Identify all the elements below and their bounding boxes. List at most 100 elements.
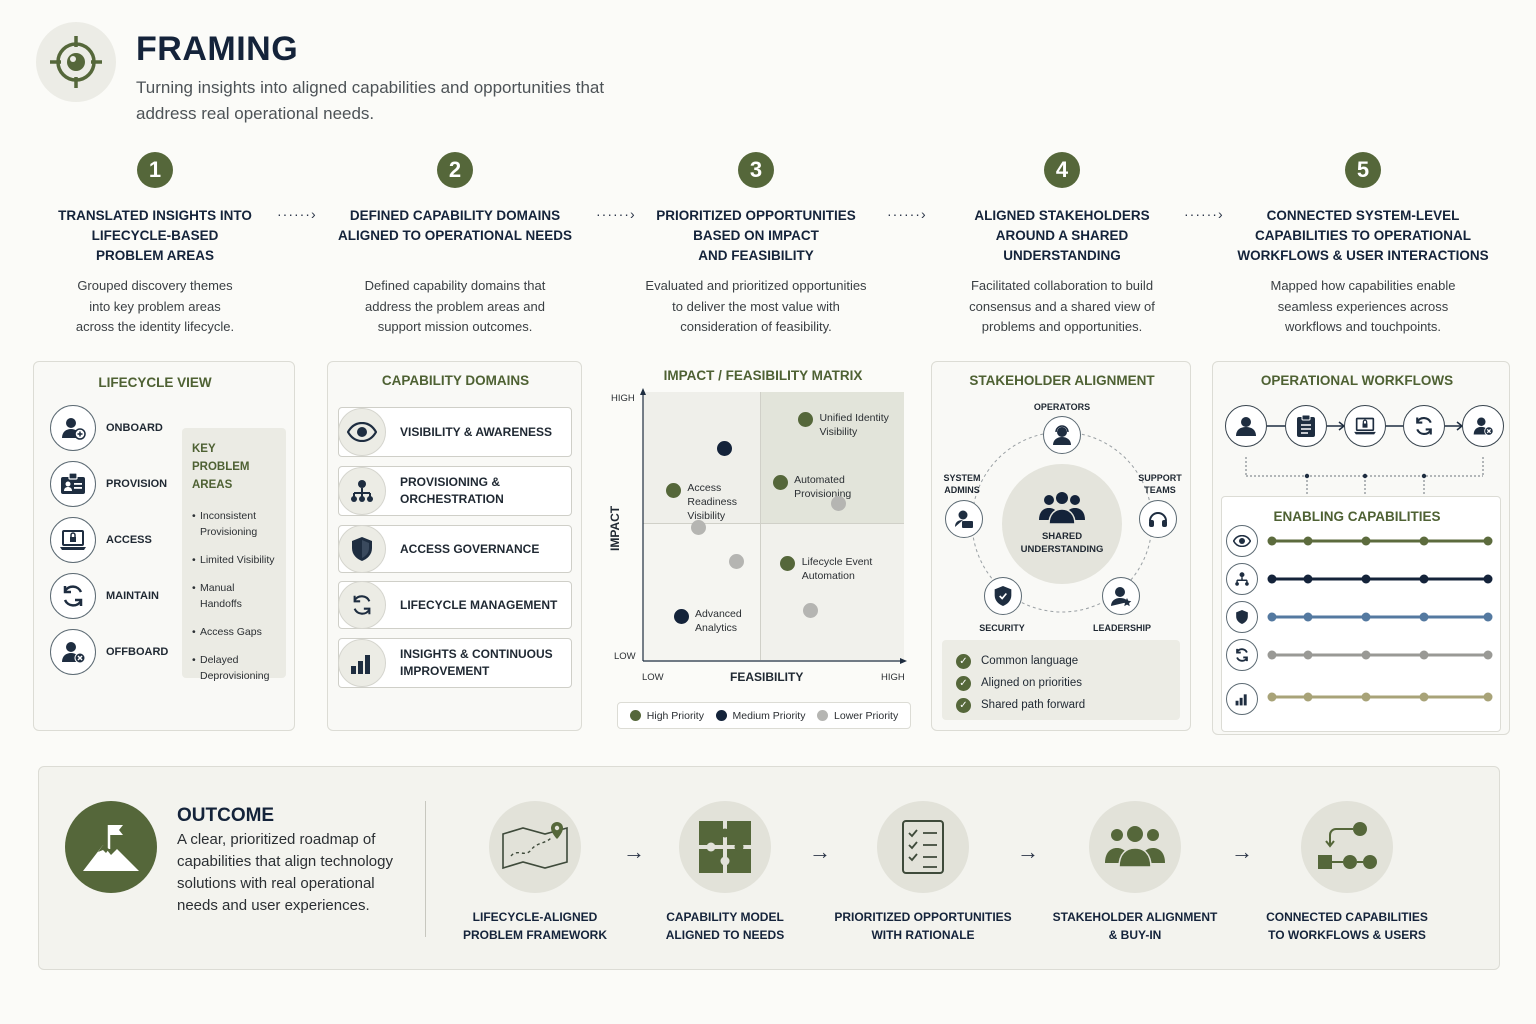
outcome-item-problem-framework: LIFECYCLE-ALIGNED PROBLEM FRAMEWORK xyxy=(435,801,635,944)
outcome-title: OUTCOME xyxy=(177,805,275,826)
step-description: Defined capability domains that address … xyxy=(364,278,546,334)
legend-dot xyxy=(629,710,641,721)
admin-icon xyxy=(945,500,983,538)
quadrant-top-left xyxy=(643,392,760,523)
capability-domain-provisioning: PROVISIONING & ORCHESTRATION xyxy=(338,466,572,516)
matrix-point-label: Unified Identity Visibility xyxy=(819,411,889,438)
bar-chart-icon xyxy=(1226,683,1258,715)
enabling-node xyxy=(1419,650,1429,660)
outcome-item-label: LIFECYCLE-ALIGNED PROBLEM FRAMEWORK xyxy=(463,910,607,942)
enabling-node xyxy=(1361,612,1371,622)
capability-domain-label: VISIBILITY & AWARENESS xyxy=(400,424,553,439)
clipboard-icon xyxy=(1285,405,1327,447)
problem-area-item: Manual Handoffs xyxy=(192,580,276,612)
enabling-node xyxy=(1267,612,1277,622)
shield-icon xyxy=(984,577,1022,615)
outcome-item-label: PRIORITIZED OPPORTUNITIES WITH RATIONALE xyxy=(834,910,1012,942)
panel-title: CAPABILITY DOMAINS xyxy=(381,373,530,388)
outcome-item-capability-model: CAPABILITY MODEL ALIGNED TO NEEDS xyxy=(625,801,825,944)
step-number: 2 xyxy=(437,152,473,188)
check-label: Common language xyxy=(981,655,1079,667)
enabling-node xyxy=(1267,574,1277,584)
eye-icon xyxy=(1226,525,1258,557)
stakeholder-label-leadership: LEADERSHIP xyxy=(1092,623,1151,633)
capability-domain-insights: INSIGHTS & CONTINUOUS IMPROVEMENT xyxy=(338,638,572,688)
enabling-node xyxy=(1361,574,1371,584)
enabling-node xyxy=(1483,574,1493,584)
matrix-point-label: Automated Provisioning xyxy=(794,474,852,501)
outcome-item-prioritized-opportunities: PRIORITIZED OPPORTUNITIES WITH RATIONALE xyxy=(823,801,1023,944)
lifecycle-label: OFFBOARD xyxy=(106,646,169,658)
lifecycle-item-offboard: OFFBOARD xyxy=(50,629,168,675)
x-tick-low: LOW xyxy=(642,672,664,683)
eye-icon xyxy=(338,408,386,456)
legend-dot xyxy=(817,710,829,721)
step-number: 4 xyxy=(1044,152,1080,188)
page-subtitle: Turning insights into aligned capabiliti… xyxy=(136,78,605,123)
step-number: 5 xyxy=(1345,152,1381,188)
matrix-point xyxy=(673,608,689,624)
headset-icon xyxy=(1139,500,1177,538)
target-icon xyxy=(36,22,116,102)
enabling-node xyxy=(1419,574,1429,584)
user-add-icon xyxy=(50,405,96,451)
stakeholder-label-admins: SYSTEM ADMINS xyxy=(943,473,981,495)
check-row: ✓ Shared path forward xyxy=(956,694,1166,716)
outcome-arrow: → xyxy=(809,839,831,864)
outcome-item-label: STAKEHOLDER ALIGNMENT & BUY-IN xyxy=(1052,910,1218,942)
step-title: TRANSLATED INSIGHTS INTO LIFECYCLE-BASED… xyxy=(58,208,252,263)
hierarchy-icon xyxy=(1226,563,1258,595)
outcome-item-label: CONNECTED CAPABILITIES TO WORKFLOWS & US… xyxy=(1266,910,1428,942)
quadrant-divider-h xyxy=(643,523,904,524)
outcome-divider xyxy=(425,801,426,937)
problem-area-item: Inconsistent Provisioning xyxy=(192,508,276,540)
user-remove-icon xyxy=(50,629,96,675)
matrix-point xyxy=(831,495,846,511)
enabling-capabilities: ENABLING CAPABILITIES xyxy=(1221,496,1501,732)
matrix-point xyxy=(691,519,707,535)
enabling-node xyxy=(1303,650,1313,660)
check-label: Shared path forward xyxy=(981,699,1086,711)
key-problem-areas: KEY PROBLEM AREAS Inconsistent Provision… xyxy=(182,428,286,682)
impact-feasibility-matrix: HIGH LOW IMPACT LOW FEASIBILITY HIGH Uni… xyxy=(606,386,916,696)
outcome-description: A clear, prioritized roadmap of capabili… xyxy=(177,831,393,914)
step-arrow: ······› xyxy=(1184,206,1224,222)
matrix-point xyxy=(797,412,813,428)
flag-mountain-icon xyxy=(65,801,157,893)
legend-item-medium: Medium Priority xyxy=(715,710,805,722)
workflow-connectors xyxy=(1245,421,1484,496)
step-2: 2 DEFINED CAPABILITY DOMAINS ALIGNED TO … xyxy=(330,152,580,338)
hierarchy-icon xyxy=(338,467,386,515)
enabling-node xyxy=(1483,692,1493,702)
laptop-lock-icon xyxy=(50,517,96,563)
panel-title: OPERATIONAL WORKFLOWS xyxy=(1260,373,1454,388)
enabling-node xyxy=(1303,536,1313,546)
check-icon: ✓ xyxy=(956,697,971,713)
step-number: 3 xyxy=(738,152,774,188)
legend-item-lower: Lower Priority xyxy=(817,710,898,722)
stakeholder-label-security: SECURITY xyxy=(979,623,1025,633)
matrix-point xyxy=(665,482,681,498)
step-title: CONNECTED SYSTEM-LEVEL CAPABILITIES TO O… xyxy=(1237,208,1489,263)
user-remove-icon xyxy=(1462,405,1504,447)
matrix-point-label: Advanced Analytics xyxy=(695,608,742,635)
refresh-icon xyxy=(338,581,386,629)
outcome-item-label: CAPABILITY MODEL ALIGNED TO NEEDS xyxy=(665,910,785,942)
legend-label: Lower Priority xyxy=(834,709,899,722)
workflows-panel: OPERATIONAL WORKFLOWS ENABLING CAPABILIT… xyxy=(1212,361,1510,735)
outcome-item-stakeholder-alignment: STAKEHOLDER ALIGNMENT & BUY-IN xyxy=(1035,801,1235,944)
shield-icon xyxy=(338,525,386,573)
check-row: ✓Common language xyxy=(956,650,1166,672)
stakeholder-panel: STAKEHOLDER ALIGNMENT SHARED UNDERSTANDI… xyxy=(931,361,1191,731)
stakeholder-label-support: SUPPORT TEAMS xyxy=(1138,473,1182,495)
quadrant-divider-v xyxy=(760,392,761,660)
workflow-icon xyxy=(1301,801,1393,893)
page-title: FRAMING xyxy=(136,30,299,68)
enabling-lines xyxy=(1267,536,1493,702)
capability-domain-lifecycle-management: LIFECYCLE MANAGEMENT xyxy=(338,581,572,629)
group-icon xyxy=(1039,492,1085,525)
enabling-node xyxy=(1267,650,1277,660)
outcome-item-connected-capabilities: CONNECTED CAPABILITIES TO WORKFLOWS & US… xyxy=(1247,801,1447,944)
check-label: Aligned on priorities xyxy=(981,677,1083,689)
outcome-arrow: → xyxy=(623,839,645,864)
